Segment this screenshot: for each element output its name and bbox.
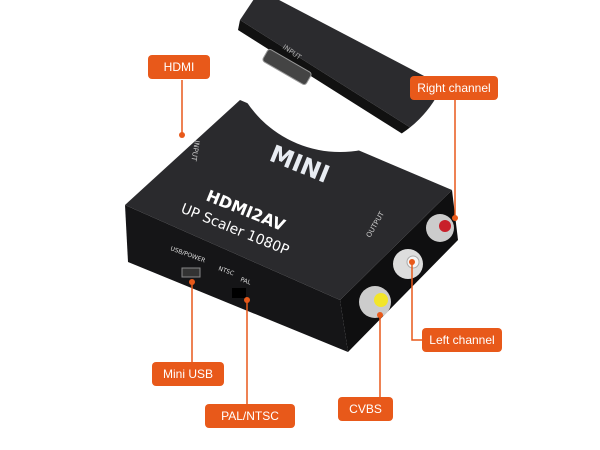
label-pal-ntsc: PAL/NTSC bbox=[205, 404, 295, 428]
device-top-face bbox=[125, 100, 452, 300]
label-right-channel: Right channel bbox=[410, 76, 498, 100]
rca-right-red bbox=[426, 214, 454, 242]
label-hdmi: HDMI bbox=[148, 55, 210, 79]
mini-usb-port bbox=[181, 267, 201, 278]
leader-dots bbox=[179, 132, 458, 318]
label-cvbs: CVBS bbox=[338, 397, 393, 421]
rca-cvbs-yellow bbox=[359, 286, 391, 318]
label-left-channel: Left channel bbox=[422, 328, 502, 352]
pal-text: PAL bbox=[239, 276, 252, 286]
leader-lines bbox=[181, 80, 456, 404]
label-mini-usb: Mini USB bbox=[152, 362, 224, 386]
device-front-face bbox=[125, 205, 348, 352]
input-text: INPUT bbox=[189, 140, 201, 163]
rca-left-white bbox=[393, 249, 423, 279]
pal-ntsc-switch bbox=[232, 288, 246, 298]
